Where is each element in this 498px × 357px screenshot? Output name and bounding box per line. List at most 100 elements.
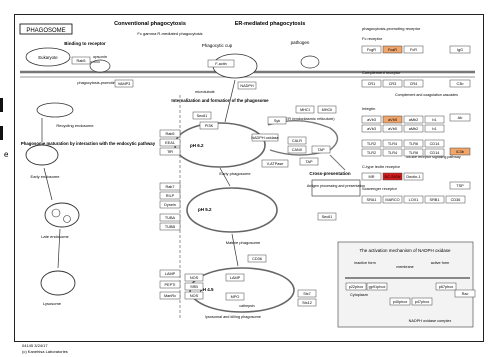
receptor-gene-box[interactable]: aVb3: [362, 125, 381, 132]
receptor-gene-box[interactable]: CR1: [362, 80, 381, 87]
gene-box-left[interactable]: Dynein: [160, 201, 180, 208]
ligand-gene-box[interactable]: iC3b: [450, 148, 470, 155]
gene-box-left[interactable]: ManRc: [160, 292, 180, 299]
receptor-gene-box[interactable]: CR3: [383, 80, 402, 87]
nadph-subunit-box[interactable]: p22phox: [346, 283, 366, 290]
gene-box-mid[interactable]: Syk: [268, 117, 286, 124]
gene-box-mid[interactable]: SRB: [185, 283, 203, 290]
gene-label: ManRc: [164, 294, 176, 298]
receptor-gene-box[interactable]: b1: [425, 116, 444, 123]
receptor-gene-box[interactable]: aVb5: [383, 125, 402, 132]
gene-label: FcgR: [367, 48, 376, 52]
receptor-gene-box[interactable]: CD14: [425, 140, 444, 147]
gene-label: EEA1: [165, 141, 175, 145]
nadph-subunit-box[interactable]: Rac: [455, 290, 475, 297]
receptor-gene-box[interactable]: aVb5: [383, 116, 402, 123]
gene-label: MARCO: [385, 198, 399, 202]
early-phagosome: [175, 123, 265, 167]
nadph-subunit-box[interactable]: p40phox: [390, 298, 410, 305]
gene-box-mid[interactable]: NOS: [185, 274, 203, 281]
receptor-gene-box[interactable]: FcaR: [383, 46, 402, 53]
ligand-gene-box[interactable]: Ab: [450, 114, 470, 121]
receptor-gene-box[interactable]: aMb2: [404, 116, 423, 123]
gene-box-mid[interactable]: MHCII: [318, 106, 336, 113]
gene-box-mid[interactable]: CALR: [288, 137, 306, 144]
inset-cytoplasm-label: Cytoplasm: [350, 293, 368, 297]
receptor-gene-box[interactable]: FcR: [404, 46, 423, 53]
receptor-gene-box[interactable]: aVb3: [362, 116, 381, 123]
receptor-gene-box[interactable]: TLR6: [404, 149, 423, 156]
gene-box-mid[interactable]: MHCI: [296, 106, 314, 113]
gene-box-mid[interactable]: NOS: [185, 292, 203, 299]
receptor-gene-box[interactable]: CD36: [446, 196, 465, 203]
gene-box-left[interactable]: EEA1: [160, 139, 180, 146]
receptor-gene-box[interactable]: b1: [425, 125, 444, 132]
gene-box-left[interactable]: PEPTI: [160, 281, 180, 288]
receptor-gene-box[interactable]: TLR2: [362, 149, 381, 156]
receptor-gene-box[interactable]: CD14: [425, 149, 444, 156]
gene-label: Stx7: [303, 292, 311, 296]
receptor-gene-box[interactable]: SRA1: [362, 196, 381, 203]
gene-box-mid[interactable]: Sec61: [193, 112, 211, 119]
receptor-gene-box[interactable]: CR4: [404, 80, 423, 87]
ligand-gene-box[interactable]: IgG: [450, 46, 470, 53]
gene-box-left[interactable]: Rab5: [160, 130, 180, 137]
ligand-gene-box[interactable]: C3b: [450, 80, 470, 87]
gene-label: NOS: [190, 276, 199, 280]
receptor-gene-box[interactable]: TLR4: [383, 140, 402, 147]
gene-box-mid[interactable]: CANX: [288, 146, 306, 153]
fc-phagocytosis-link[interactable]: Fc gamma R-mediated phagocytosis: [137, 31, 202, 36]
ligand-gene-box[interactable]: TSP: [450, 182, 470, 189]
gene-box-mid[interactable]: LAMP: [226, 274, 244, 281]
er-branch: [330, 155, 345, 170]
gene-box-mid[interactable]: CD36: [248, 255, 266, 262]
nadph-subunit-box[interactable]: gp91phox: [367, 283, 387, 290]
gene-box-mid[interactable]: V-ATPase: [262, 160, 288, 167]
gene-box-left[interactable]: TUBA: [160, 214, 180, 221]
gene-box-mid[interactable]: NADPH: [238, 82, 256, 89]
receptor-gene-box[interactable]: TLR6: [404, 140, 423, 147]
cathepsin-label: cathepsin: [239, 304, 254, 308]
gene-box-left[interactable]: RILP: [160, 192, 180, 199]
receptor-gene-box[interactable]: MR: [362, 173, 381, 180]
receptor-gene-box[interactable]: TLR2: [362, 140, 381, 147]
antigen-processing-box[interactable]: [312, 180, 360, 196]
nadph-subunit-box[interactable]: p67phox: [436, 283, 456, 290]
gene-box-left[interactable]: LAMP: [160, 270, 180, 277]
nadph-subunit-box[interactable]: p47phox: [412, 298, 432, 305]
ctype-lectin-label: C-type lectin receptor: [362, 164, 401, 169]
gene-label: F-actin: [215, 62, 227, 66]
receptor-gene-box[interactable]: SRB1: [425, 196, 444, 203]
receptor-gene-box[interactable]: LOX1: [404, 196, 423, 203]
receptor-gene-box[interactable]: DC-SIGN: [383, 173, 402, 180]
gene-box-mid[interactable]: TAP: [312, 146, 330, 153]
er-pathogen: [301, 56, 319, 68]
gene-box-mid[interactable]: Sec61: [318, 213, 336, 220]
receptor-gene-box[interactable]: FcgR: [362, 46, 381, 53]
gene-label: Dynein: [164, 203, 176, 207]
gene-label: b1: [432, 118, 436, 122]
receptor-gene-box[interactable]: aMb2: [404, 125, 423, 132]
gene-box-mid[interactable]: PI3K: [200, 122, 218, 129]
gene-box-left[interactable]: Rab7: [160, 183, 180, 190]
gene-box-mid[interactable]: MPO: [226, 293, 244, 300]
gene-box-mid[interactable]: F-actin: [208, 60, 234, 67]
gene-box-mid[interactable]: TAP: [300, 158, 318, 165]
gene-box-left[interactable]: TUBB: [160, 223, 180, 230]
gene-box-mid[interactable]: VAMP3: [115, 80, 133, 87]
receptor-gene-box[interactable]: TLR4: [383, 149, 402, 156]
receptor-gene-box[interactable]: MARCO: [383, 196, 402, 203]
antigen-processing-link[interactable]: Antigen processing and presentation: [307, 184, 365, 188]
gene-box-mid[interactable]: Rab5: [72, 57, 90, 64]
receptor-gene-box[interactable]: Dectin-1: [404, 173, 423, 180]
gene-label: CR1: [368, 82, 376, 86]
gene-box-mid[interactable]: Stx7: [298, 290, 316, 297]
gene-box-mid[interactable]: NADPH oxidase: [251, 134, 278, 141]
gene-box-mid[interactable]: Stx12: [298, 299, 316, 306]
gene-label: LAMP: [165, 272, 176, 276]
gene-box-left[interactable]: TfR: [160, 148, 180, 155]
complement-cascade-link[interactable]: Complement and coagulation cascades: [395, 93, 458, 97]
gene-label: Stx12: [302, 301, 312, 305]
intraluminal-vesicle: [52, 209, 60, 217]
receptor-group-label: phagocytosis-promoting receptor: [362, 26, 421, 31]
